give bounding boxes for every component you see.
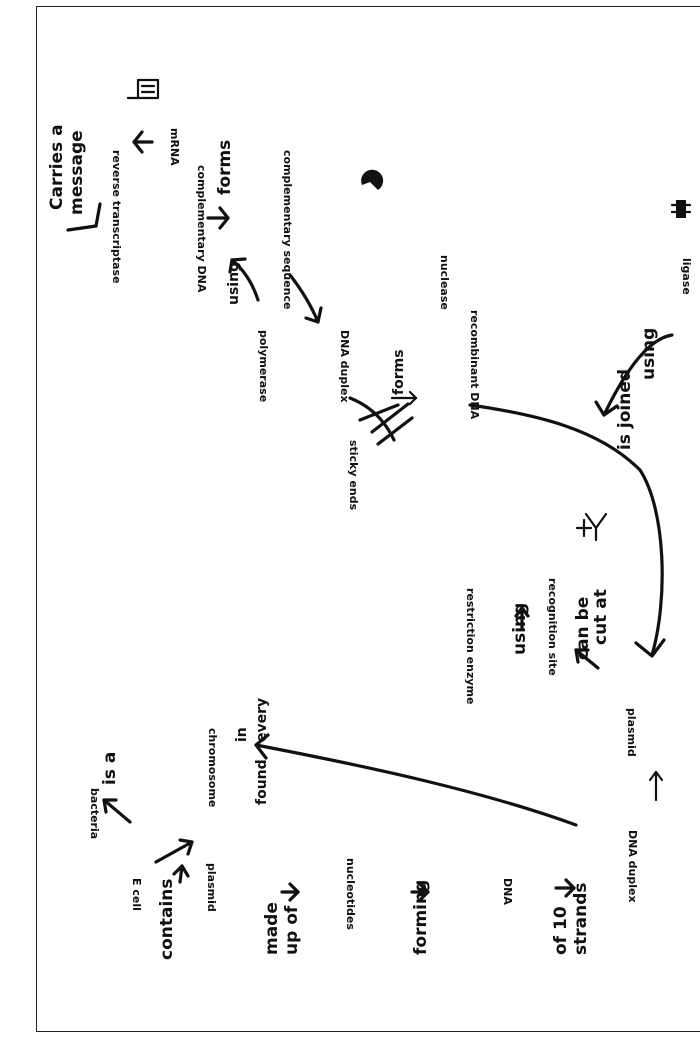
term-e-cell: E cell: [130, 878, 143, 911]
term-dna-duplex-bottom: DNA duplex: [626, 830, 639, 903]
link-made-up-of-line2: up of: [282, 905, 302, 955]
link-is-a: is a: [100, 752, 120, 785]
arrow-using-top: [228, 257, 260, 302]
arrow-made-up-of: [280, 882, 300, 902]
arrow-two-strands: [554, 878, 576, 898]
link-contains: contains: [157, 878, 177, 960]
link-found-line3: every: [254, 698, 270, 742]
arrow-carries-message: [66, 202, 102, 232]
term-plasmid-right: plasmid: [625, 708, 638, 757]
curve-recombinant-to-plasmid: [468, 403, 666, 658]
ligase-clamp-icon: [670, 200, 692, 218]
link-found-line1: found: [254, 759, 270, 805]
link-strands-line2: strands: [571, 883, 591, 956]
term-chromosome: chromosome: [206, 728, 219, 807]
link-can-be-line1: can be: [573, 597, 593, 660]
term-sticky-ends: sticky ends: [347, 440, 360, 511]
term-restriction-enzyme: restriction enzyme: [464, 588, 477, 704]
arrow-sticky-ends: [348, 396, 414, 446]
link-found-line2: in: [234, 727, 250, 742]
term-bacteria: bacteria: [88, 788, 101, 839]
term-dna: DNA: [501, 878, 514, 905]
arrow-can-be-cut: [574, 648, 600, 670]
term-nucleotides: nucleotides: [344, 858, 357, 930]
link-forming: forming: [411, 880, 431, 955]
arrow-dna-duplex-to-plasmid: [648, 770, 664, 802]
link-carries-a-message-line2: message: [67, 130, 87, 215]
link-strands-line1: of 10: [551, 906, 571, 955]
term-ligase: ligase: [680, 258, 693, 295]
page-frame: [36, 6, 700, 1032]
term-nuclease: nuclease: [438, 255, 451, 310]
arrow-forming: [410, 882, 430, 902]
link-is-joined-line1: is joined: [615, 369, 635, 450]
term-reverse-transcriptase: reverse transcriptase: [110, 150, 123, 284]
link-forms-top: forms: [215, 140, 235, 195]
link-carries-a-message-line1: Carries a: [47, 124, 67, 210]
arrow-forms-middle: [390, 390, 418, 406]
arrow-to-dna-duplex: [288, 273, 323, 324]
nuclease-pacman-icon: [361, 169, 384, 190]
arrow-e-cell-to-chromosome: [154, 838, 194, 864]
scissors-icon: [584, 512, 608, 542]
term-recombinant-dna: recombinant DNA: [468, 310, 481, 420]
arrow-ligase-join: [594, 333, 674, 417]
term-polymerase: polymerase: [257, 330, 270, 402]
mrna-strand-icon: [126, 78, 160, 100]
arrow-contains: [172, 864, 190, 884]
term-mrna: mRNA: [168, 128, 181, 166]
arrow-mrna-to-reverse-transcriptase: [132, 130, 154, 154]
link-made-up-of-line1: made: [262, 902, 282, 955]
term-recognition-site: recognition site: [546, 578, 559, 676]
link-can-be-line2: cut at: [591, 589, 611, 645]
term-dna-duplex-top: DNA duplex: [338, 330, 351, 403]
arrow-is-a: [102, 798, 132, 824]
arrow-using-restriction: [514, 606, 530, 630]
term-plasmid-left: plasmid: [205, 863, 218, 912]
curve-found-in-every: [254, 733, 578, 827]
term-complementary-dna: complementary DNA: [195, 165, 208, 293]
arrow-forms-top: [206, 206, 230, 230]
term-complementary-sequence: complementary sequence: [281, 150, 294, 310]
link-forms-middle: forms: [391, 349, 407, 395]
scissors-cut-icon: [575, 518, 593, 538]
link-is-joined-line2: using: [639, 328, 659, 380]
